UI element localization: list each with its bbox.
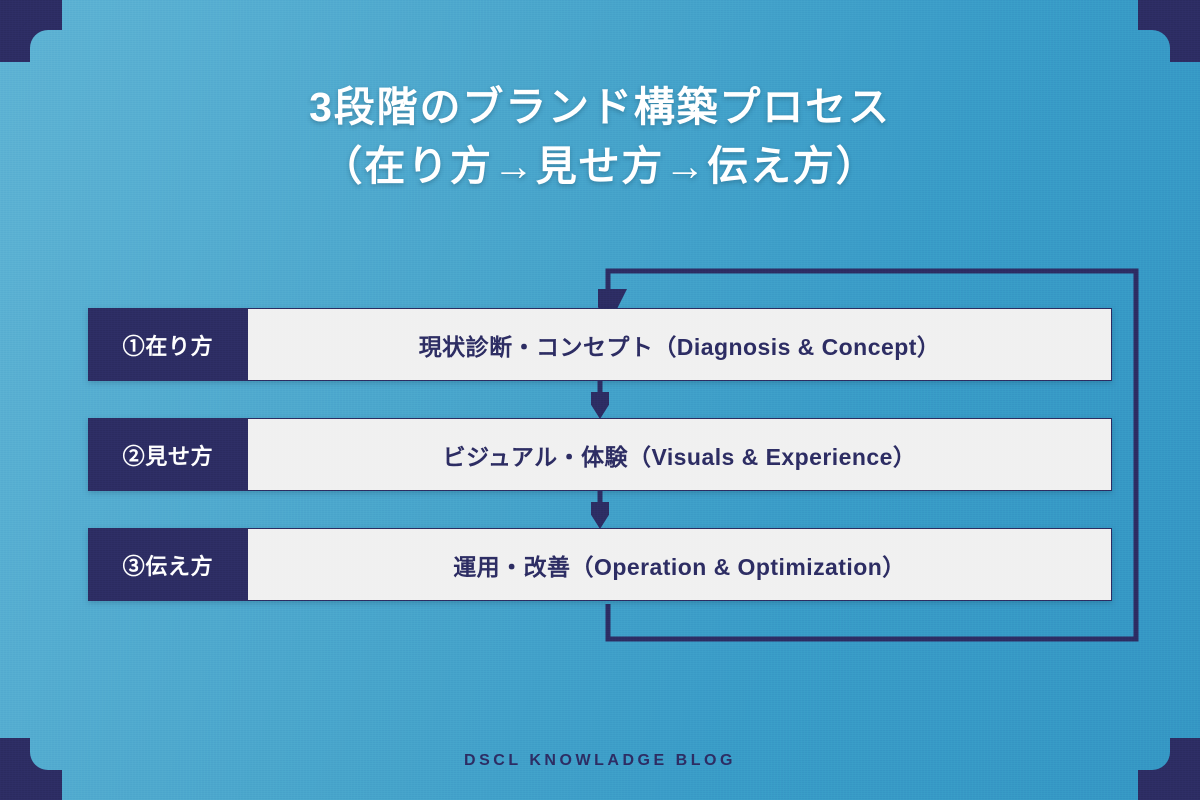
corner-bracket-top-right-icon: [1138, 0, 1200, 62]
step-body-1: 現状診断・コンセプト（Diagnosis & Concept）: [248, 308, 1112, 381]
corner-bracket-bottom-right-icon: [1138, 738, 1200, 800]
corner-bracket-bottom-left-icon: [0, 738, 62, 800]
step-tag-3: ③伝え方: [88, 528, 248, 601]
page-title-line-2: （在り方→見せ方→伝え方）: [321, 143, 879, 190]
page-title-line-1: 3段階のブランド構築プロセス: [309, 84, 891, 130]
step-tag-1: ①在り方: [88, 308, 248, 381]
process-step-row: ③伝え方 運用・改善（Operation & Optimization）: [88, 528, 1112, 601]
down-arrow-icon: [591, 381, 609, 419]
process-step-row: ①在り方 現状診断・コンセプト（Diagnosis & Concept）: [88, 308, 1112, 381]
step-body-3: 運用・改善（Operation & Optimization）: [248, 528, 1112, 601]
step-tag-2: ②見せ方: [88, 418, 248, 491]
process-step-row: ②見せ方 ビジュアル・体験（Visuals & Experience）: [88, 418, 1112, 491]
step-body-2: ビジュアル・体験（Visuals & Experience）: [248, 418, 1112, 491]
corner-bracket-top-left-icon: [0, 0, 62, 62]
down-arrow-icon: [591, 491, 609, 529]
footer-branding: DSCL KNOWLADGE BLOG: [464, 752, 736, 769]
page-title: 3段階のブランド構築プロセス （在り方→見せ方→伝え方）: [0, 78, 1200, 197]
